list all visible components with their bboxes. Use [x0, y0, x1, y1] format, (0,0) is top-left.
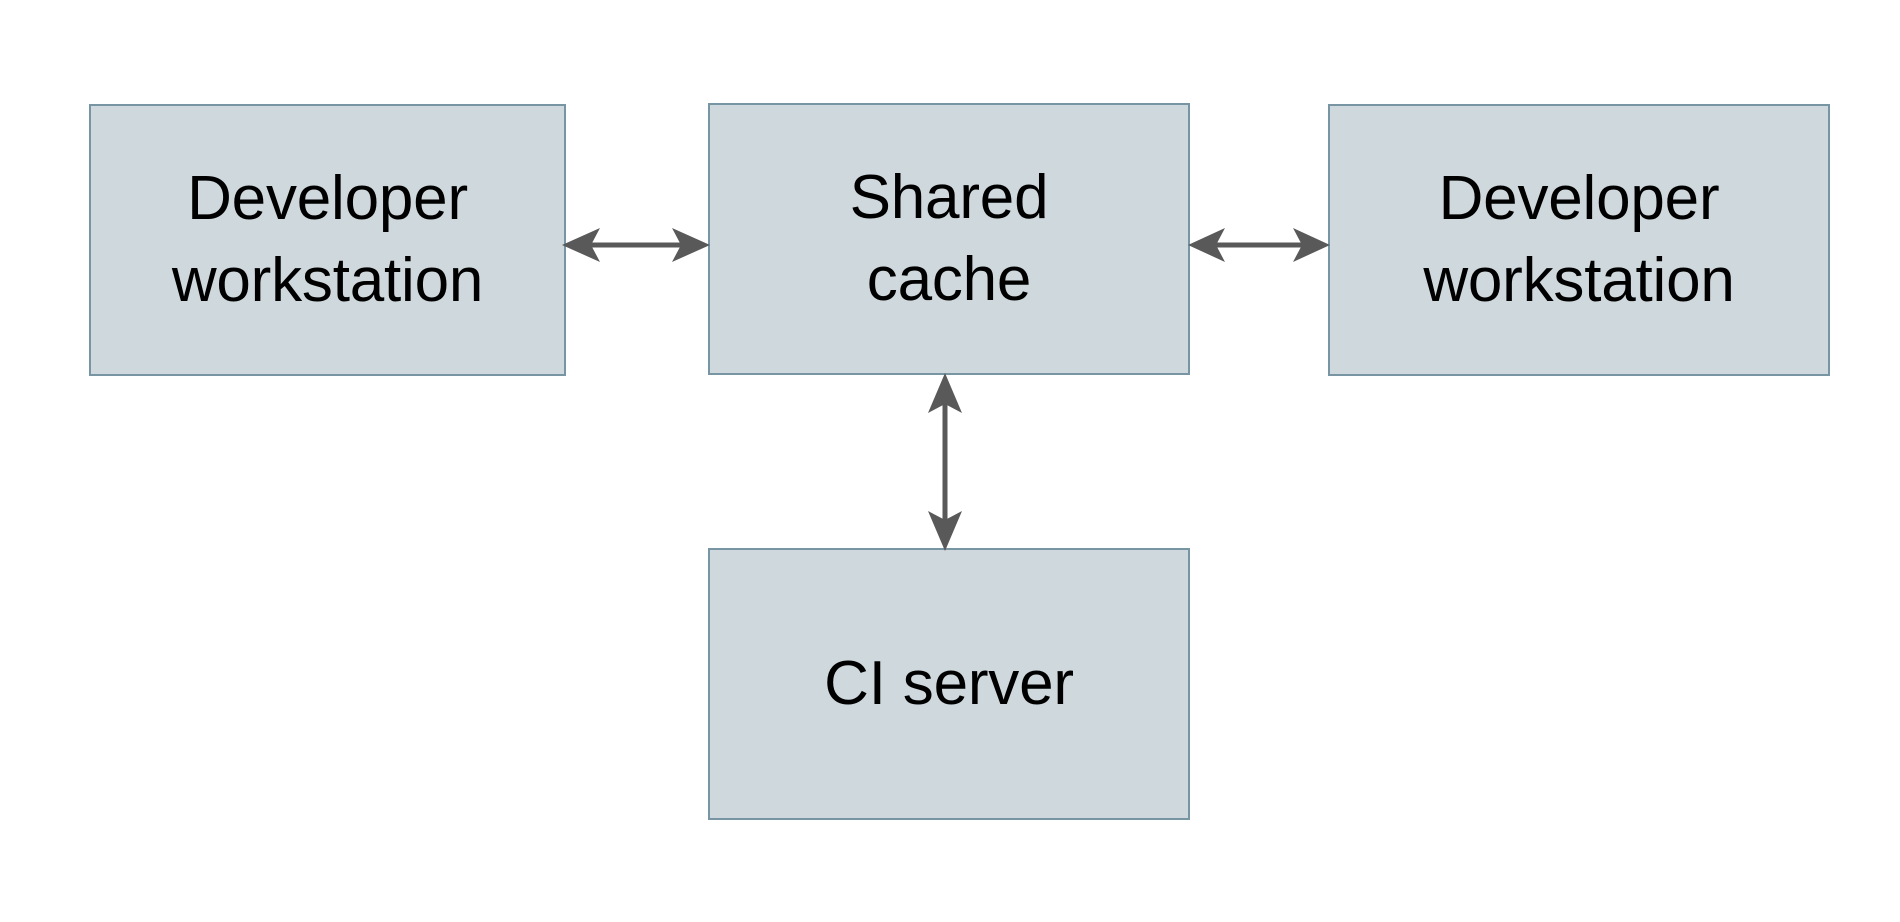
arrow-head-left-icon — [1188, 228, 1225, 262]
arrow-head-right-icon — [672, 228, 710, 262]
node-developer-workstation-right[interactable]: Developer workstation — [1328, 104, 1830, 376]
node-shared-cache[interactable]: Shared cache — [708, 103, 1190, 375]
arrow-head-down-icon — [928, 511, 962, 551]
node-label: CI server — [824, 649, 1074, 719]
arrow-head-left-icon — [562, 228, 600, 262]
connector-workstation-to-cache — [562, 228, 710, 262]
node-ci-server[interactable]: CI server — [708, 548, 1190, 820]
connector-cache-to-workstation — [1188, 228, 1330, 262]
node-label: Shared cache — [849, 163, 1049, 314]
node-developer-workstation-left[interactable]: Developer workstation — [89, 104, 566, 376]
arrow-head-right-icon — [1293, 228, 1330, 262]
connector-cache-to-ci-server — [928, 373, 962, 551]
node-label: Developer workstation — [171, 164, 484, 315]
arrow-head-up-icon — [928, 373, 962, 413]
node-label: Developer workstation — [1423, 164, 1735, 315]
